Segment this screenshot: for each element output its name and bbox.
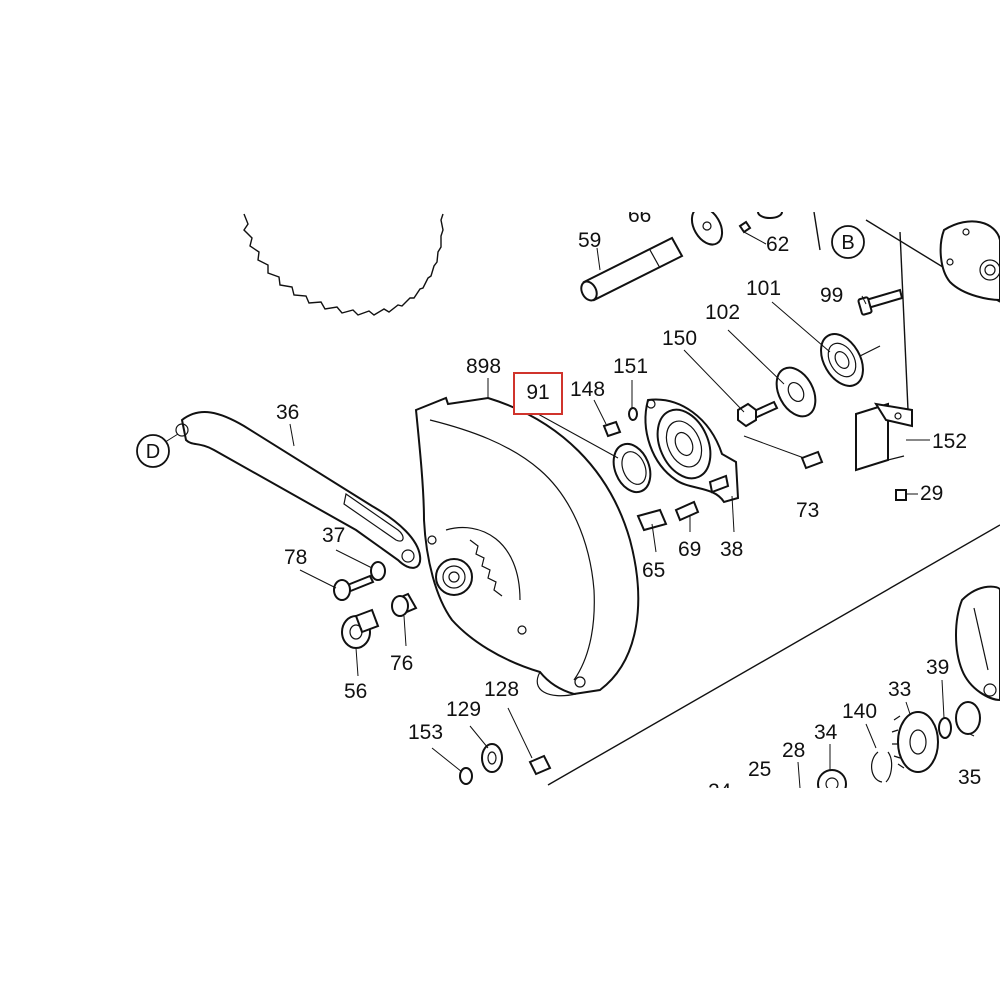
callout-label: 38 — [720, 538, 743, 561]
lever-arm-36 — [175, 411, 422, 569]
blade-guard-898 — [414, 396, 640, 697]
bearing-34 — [817, 769, 847, 788]
bolt-150 — [737, 400, 779, 428]
washer-151 — [628, 407, 638, 421]
callout-label: 73 — [796, 499, 819, 522]
bushing-76 — [391, 592, 418, 617]
bearing-35 — [955, 701, 981, 735]
callout-label: 152 — [932, 430, 967, 453]
motor-housing — [955, 585, 1000, 702]
screw-29 — [895, 489, 907, 501]
retaining-ring-140 — [871, 751, 893, 783]
nut-128 — [528, 754, 552, 776]
callout-label: 102 — [705, 301, 740, 324]
callout-label: 62 — [766, 233, 789, 256]
svg-text:B: B — [841, 232, 854, 254]
screw-99 — [857, 288, 904, 316]
highlight-box-91: 91 — [513, 372, 563, 415]
callout-label: 37 — [322, 524, 345, 547]
motor-bracket — [813, 212, 1000, 411]
callout-label: 36 — [276, 401, 299, 424]
callout-label: 29 — [920, 482, 943, 505]
svg-text:D: D — [146, 441, 160, 463]
callout-label: 101 — [746, 277, 781, 300]
base-edge-line — [547, 524, 1000, 786]
callout-label: 39 — [926, 656, 949, 679]
callout-label: 128 — [484, 678, 519, 701]
callout-label: 148 — [570, 378, 605, 401]
callout-label: 140 — [842, 700, 877, 723]
flange-102 — [775, 366, 817, 418]
saw-blade-arc — [243, 213, 444, 316]
bracket-152 — [855, 402, 913, 472]
washer-153 — [459, 767, 473, 785]
callout-labels: 66 59 62 99 101 102 150 151 148 898 36 1… — [276, 204, 981, 803]
cover-plate-38 — [644, 398, 740, 504]
callout-label: 76 — [390, 652, 413, 675]
flange-129 — [481, 743, 503, 773]
gear-33 — [891, 711, 939, 773]
callout-label: 898 — [466, 355, 501, 378]
bearing-39 — [938, 717, 952, 739]
callout-label: 99 — [820, 284, 843, 307]
callout-label: 24 — [708, 780, 732, 803]
callout-label: 150 — [662, 327, 697, 350]
block-65 — [636, 508, 668, 532]
callout-label: 25 — [748, 758, 771, 781]
callout-label: 66 — [628, 204, 651, 227]
callout-label: 28 — [782, 739, 805, 762]
callout-circle-b: B — [831, 225, 865, 259]
callout-label: 69 — [678, 538, 701, 561]
callout-label: 153 — [408, 721, 443, 744]
screw-148 — [602, 420, 622, 438]
svg-text:91: 91 — [526, 381, 549, 404]
bearing-ring-91 — [612, 442, 652, 494]
screw-73 — [800, 450, 824, 470]
callout-label: 151 — [613, 355, 648, 378]
knob-56 — [341, 608, 380, 649]
callout-label: 78 — [284, 546, 307, 569]
callout-label: 56 — [344, 680, 367, 703]
callout-label: 34 — [814, 721, 838, 744]
shaft-59 — [580, 212, 783, 302]
callout-label: 59 — [578, 229, 601, 252]
callout-label: 129 — [446, 698, 481, 721]
screw-78 — [333, 574, 375, 601]
callout-label: 35 — [958, 766, 981, 789]
callout-label: 65 — [642, 559, 665, 582]
pulley-101 — [820, 333, 881, 387]
washer-37 — [370, 561, 386, 581]
screw-69 — [674, 500, 700, 522]
callout-label: 33 — [888, 678, 911, 701]
callout-circle-d: D — [136, 434, 170, 468]
leader-lines — [161, 231, 975, 788]
